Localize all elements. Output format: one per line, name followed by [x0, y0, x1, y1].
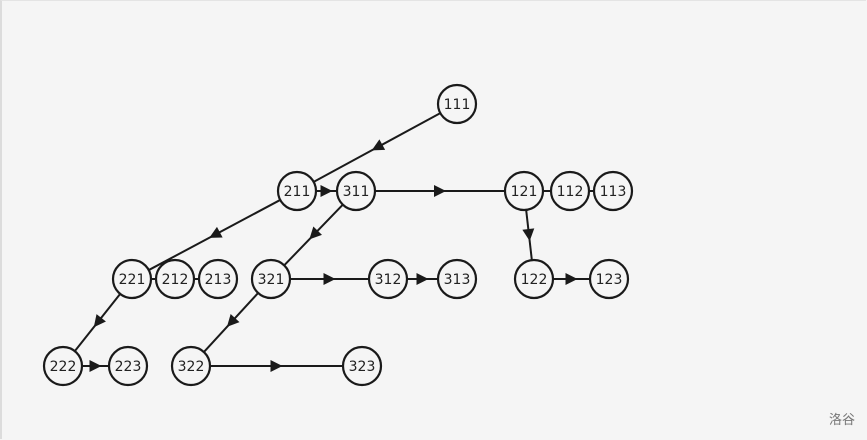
- node-121: 121: [503, 170, 545, 212]
- node-circle: [42, 345, 84, 387]
- node-circle: [154, 258, 196, 300]
- node-circle: [276, 170, 318, 212]
- arrow-head-icon: [320, 185, 333, 197]
- arrow-head-icon: [226, 314, 240, 327]
- node-circle: [436, 258, 478, 300]
- node-113: 113: [592, 170, 634, 212]
- node-circle: [588, 258, 630, 300]
- node-122: 122: [513, 258, 555, 300]
- arrow-head-icon: [270, 360, 283, 372]
- node-circle: [341, 345, 383, 387]
- node-label: 112: [557, 184, 584, 200]
- node-323: 323: [341, 345, 383, 387]
- node-circle: [367, 258, 409, 300]
- node-circle: [170, 345, 212, 387]
- node-label: 313: [444, 272, 471, 288]
- node-label: 321: [258, 272, 285, 288]
- node-label: 113: [600, 184, 627, 200]
- node-label: 212: [162, 272, 189, 288]
- node-label: 322: [178, 359, 205, 375]
- node-label: 311: [343, 184, 370, 200]
- node-label: 122: [521, 272, 548, 288]
- node-223: 223: [107, 345, 149, 387]
- node-213: 213: [197, 258, 239, 300]
- node-321: 321: [250, 258, 292, 300]
- node-label: 312: [375, 272, 402, 288]
- arrow-head-icon: [565, 273, 578, 285]
- node-label: 211: [284, 184, 311, 200]
- node-label: 121: [511, 184, 538, 200]
- node-label: 111: [444, 97, 471, 113]
- node-111: 111: [436, 83, 478, 125]
- node-label: 222: [50, 359, 77, 375]
- node-circle: [335, 170, 377, 212]
- node-label: 221: [119, 272, 146, 288]
- arrow-head-icon: [416, 273, 429, 285]
- node-222: 222: [42, 345, 84, 387]
- arrow-head-icon: [93, 314, 106, 328]
- node-211: 211: [276, 170, 318, 212]
- node-123: 123: [588, 258, 630, 300]
- node-322: 322: [170, 345, 212, 387]
- node-312: 312: [367, 258, 409, 300]
- node-212: 212: [154, 258, 196, 300]
- node-circle: [197, 258, 239, 300]
- arrow-head-icon: [309, 226, 322, 240]
- node-label: 213: [205, 272, 232, 288]
- node-221: 221: [111, 258, 153, 300]
- node-label: 223: [115, 359, 142, 375]
- node-112: 112: [549, 170, 591, 212]
- arrow-head-icon: [371, 139, 386, 151]
- node-311: 311: [335, 170, 377, 212]
- arrow-head-icon: [434, 185, 446, 197]
- watermark-logo: 洛谷: [828, 413, 855, 428]
- node-circle: [250, 258, 292, 300]
- node-313: 313: [436, 258, 478, 300]
- arrow-head-icon: [522, 228, 535, 241]
- node-circle: [592, 170, 634, 212]
- node-label: 323: [349, 359, 376, 375]
- arrow-head-icon: [323, 273, 336, 285]
- arrow-head-icon: [209, 226, 223, 238]
- arrow-head-icon: [89, 360, 102, 372]
- node-label: 123: [596, 272, 623, 288]
- node-circle: [513, 258, 555, 300]
- node-circle: [549, 170, 591, 212]
- node-circle: [436, 83, 478, 125]
- node-circle: [107, 345, 149, 387]
- node-circle: [111, 258, 153, 300]
- node-circle: [503, 170, 545, 212]
